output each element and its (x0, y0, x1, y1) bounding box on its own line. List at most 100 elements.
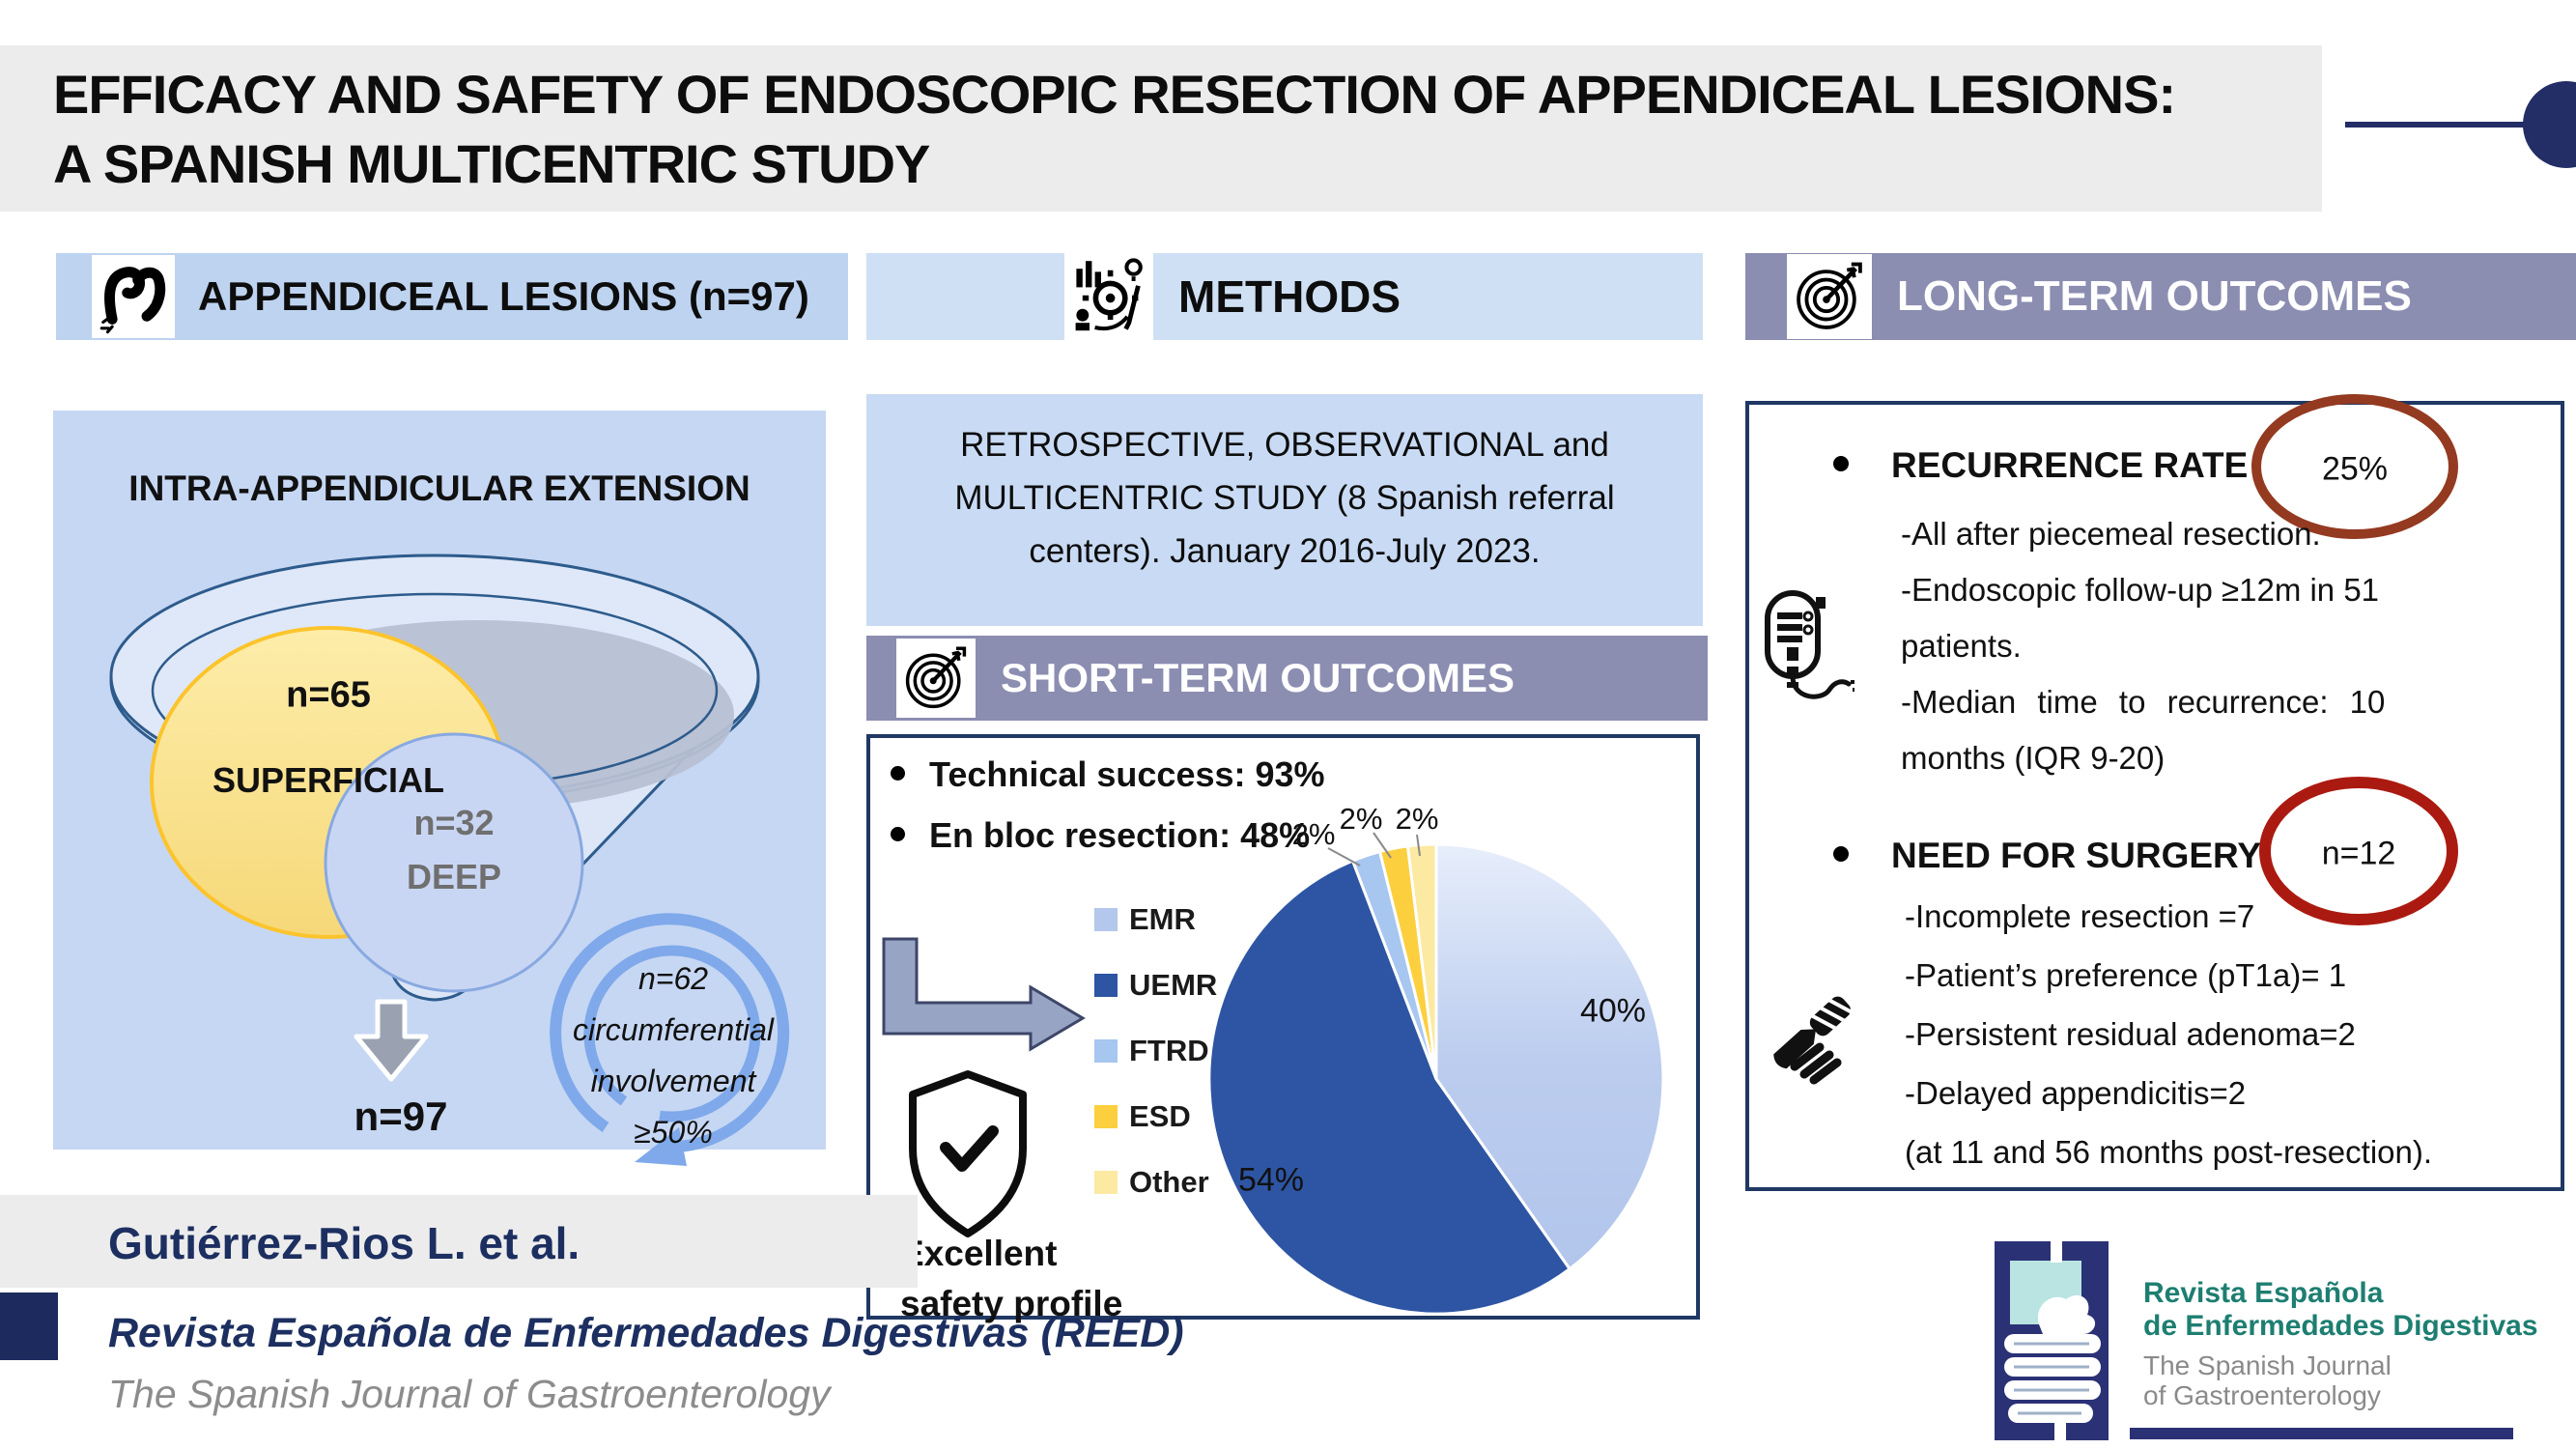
methods-header-label: METHODS (1178, 271, 1401, 322)
surgery-value: n=12 (2321, 835, 2396, 872)
legend-swatch (1094, 1171, 1118, 1194)
shortterm-deco (882, 937, 1086, 1237)
legend-swatch (1094, 1039, 1118, 1063)
safety-note: Excellent safety profile (900, 1229, 1122, 1329)
bullet-dot (1833, 846, 1849, 862)
bullet-dot (891, 827, 905, 841)
detail-line: -Delayed appendicitis=2 (1905, 1075, 2247, 1111)
endoscope-icon (1765, 590, 1854, 699)
pie-value-label-other: 2% (1395, 802, 1439, 836)
deep-n: n=32 (413, 803, 495, 842)
pie-value-label-ftrd: 2% (1291, 817, 1336, 851)
circ-line: involvement (590, 1064, 756, 1098)
superficial-n: n=65 (286, 674, 371, 716)
resection-pie-chart (1207, 832, 1665, 1316)
safety-line: Excellent (900, 1234, 1058, 1273)
authors: Gutiérrez-Rios L. et al. (108, 1218, 580, 1268)
study-description: RETROSPECTIVE, OBSERVATIONAL and MULTICE… (954, 418, 1614, 578)
shield-check-icon (909, 1070, 1027, 1237)
legend-swatch (1094, 974, 1118, 997)
recurrence-details: -All after piecemeal resection. -Endosco… (1901, 506, 2385, 786)
methods-iconbox (1064, 252, 1153, 341)
curved-arrow-icon (550, 913, 790, 1166)
pie-value-label-emr: 40% (1579, 992, 1647, 1030)
legend-item-other: Other (1094, 1150, 1217, 1215)
detail-line: -All after piecemeal resection. (1901, 516, 2321, 552)
intestine-coil (2004, 1241, 2101, 1440)
detail-line: -Persistent residual adenoma=2 (1905, 1016, 2356, 1052)
superficial-label: SUPERFICIAL (212, 760, 445, 800)
legend-label: Other (1129, 1165, 1209, 1199)
study-line: MULTICENTRIC STUDY (8 Spanish referral (954, 479, 1615, 517)
surgery-circle (2259, 777, 2458, 925)
leader-line (1327, 847, 1361, 867)
logo-underline (2130, 1428, 2513, 1439)
longterm-panel (1745, 401, 2564, 1191)
legend-item-ftrd: FTRD (1094, 1018, 1217, 1084)
legend-swatch (1094, 908, 1118, 931)
recurrence-circle (2251, 394, 2458, 539)
detail-line: -Incomplete resection =7 (1905, 898, 2255, 934)
funnel-panel-title: INTRA-APPENDICULAR EXTENSION (128, 469, 750, 508)
longterm-header-band: LONG-TERM OUTCOMES (1745, 253, 2576, 340)
technical-success: Technical success: 93% (929, 754, 1325, 794)
longterm-header-label: LONG-TERM OUTCOMES (1897, 272, 2412, 320)
legend-label: FTRD (1129, 1034, 1209, 1067)
shortterm-header-label: SHORT-TERM OUTCOMES (1001, 655, 1514, 700)
pie-value-label-esd: 2% (1339, 802, 1383, 836)
lesions-header-label: APPENDICEAL LESIONS (n=97) (198, 273, 809, 319)
bent-arrow-icon (882, 937, 1086, 1052)
circ-line: circumferential (572, 1012, 775, 1047)
study-description-panel (866, 394, 1703, 626)
circ-line: ≥50% (634, 1115, 713, 1150)
study-line: RETROSPECTIVE, OBSERVATIONAL and (960, 426, 1609, 464)
logo-line: de Enfermedades Digestivas (2143, 1310, 2538, 1342)
title-block (0, 45, 2322, 212)
study-line: centers). January 2016-July 2023. (1029, 532, 1541, 570)
surgery-details: -Incomplete resection =7 -Patient’s pref… (1905, 887, 2432, 1181)
leader-line (1373, 832, 1392, 859)
legend-swatch (1094, 1105, 1118, 1128)
methods-header-band: METHODS (866, 252, 1703, 341)
accent-dot (2523, 81, 2576, 168)
journal-subtitle: The Spanish Journal of Gastroenterology (108, 1372, 831, 1416)
scalpel-icon (1773, 996, 1855, 1085)
logo-line: Revista Española (2143, 1277, 2384, 1309)
target-icon (905, 646, 967, 709)
footer-navy-square (0, 1293, 58, 1360)
pie-slice-other (1405, 842, 1438, 1080)
detail-line: patients. (1901, 628, 2022, 664)
detail-line: months (IQR 9-20) (1901, 740, 2166, 776)
legend-item-uemr: UEMR (1094, 952, 1217, 1018)
journal-logo-icon (1995, 1241, 2109, 1440)
recurrence-value: 25% (2321, 450, 2389, 488)
detail-line: -Median time to recurrence: 10 (1901, 684, 2386, 720)
surgery-heading: NEED FOR SURGERY (1891, 836, 2262, 875)
authors-band (0, 1195, 918, 1288)
colon-icon (99, 267, 166, 334)
legend-label: UEMR (1129, 968, 1218, 1002)
journal-name: Revista Española de Enfermedades Digesti… (108, 1310, 1184, 1356)
circumferential-note: n=62 circumferential involvement ≥50% (573, 953, 774, 1158)
down-arrow-icon (354, 999, 429, 1082)
bullet-dot (1833, 456, 1849, 471)
pie-legend: EMR UEMR FTRD ESD Other (1094, 887, 1217, 1215)
leader-line (1416, 834, 1421, 857)
logo-title: Revista Española de Enfermedades Digesti… (2143, 1277, 2538, 1343)
recurrence-heading: RECURRENCE RATE (1891, 445, 2249, 485)
lesions-header-band: APPENDICEAL LESIONS (n=97) (56, 253, 848, 340)
page-title-line1: EFFICACY AND SAFETY OF ENDOSCOPIC RESECT… (53, 64, 2176, 125)
deep-circle (324, 732, 584, 993)
pie-value-label-uemr: 54% (1237, 1161, 1305, 1199)
shortterm-header-band: SHORT-TERM OUTCOMES (866, 636, 1708, 721)
total-n: n=97 (354, 1094, 448, 1139)
shortterm-target-iconbox (896, 639, 976, 718)
longterm-target-iconbox (1787, 254, 1872, 339)
legend-item-emr: EMR (1094, 887, 1217, 952)
detail-line: (at 11 and 56 months post-resection). (1905, 1134, 2433, 1170)
logo-line: The Spanish Journal (2143, 1350, 2392, 1380)
legend-item-esd: ESD (1094, 1084, 1217, 1150)
legend-label: EMR (1129, 902, 1196, 936)
logo-subtitle: The Spanish Journal of Gastroenterology (2143, 1350, 2392, 1410)
